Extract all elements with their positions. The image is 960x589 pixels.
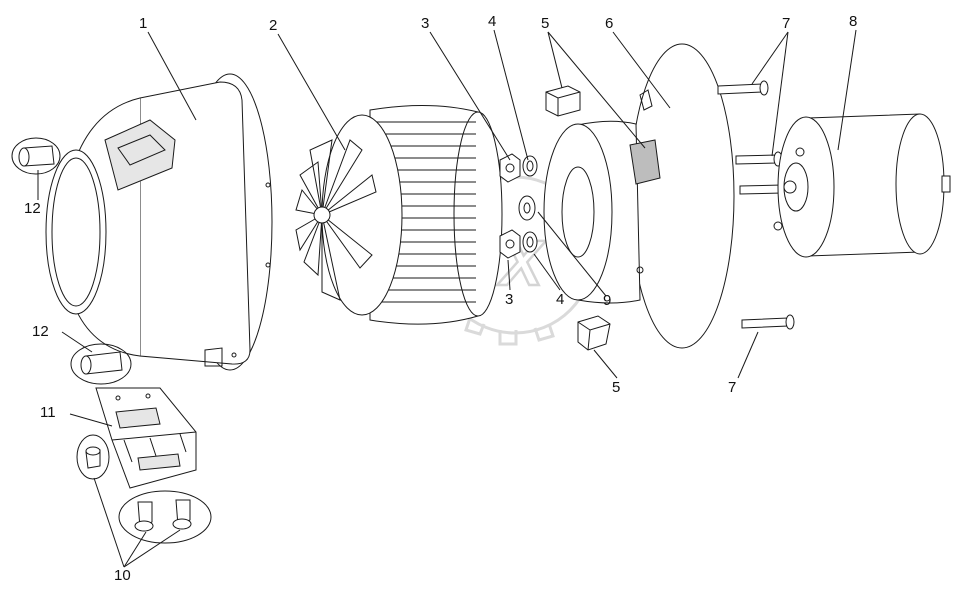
callout-3-top: 3	[421, 15, 429, 32]
part-electric-motor	[773, 113, 951, 258]
part-rubber-plugs	[11, 137, 132, 385]
callout-labels: 1 2 3 4 5 6 7 8 12 12 11 10 3 4 9 5 7	[24, 13, 857, 584]
callout-4-mid: 4	[556, 291, 564, 308]
callout-12-top: 12	[24, 200, 41, 217]
callout-1: 1	[139, 15, 147, 32]
part-bracket-clips	[545, 85, 611, 351]
callout-8: 8	[849, 13, 857, 30]
callout-6: 6	[605, 15, 613, 32]
callout-9: 9	[603, 292, 611, 309]
part-mounting-flange	[543, 43, 735, 349]
part-housing-cover	[45, 73, 273, 371]
callout-4-top: 4	[488, 13, 496, 30]
callout-7-top: 7	[782, 15, 790, 32]
callout-12-bottom: 12	[32, 323, 49, 340]
part-fan-rotor	[295, 104, 503, 325]
callout-2: 2	[269, 17, 277, 34]
part-screws	[76, 434, 212, 544]
part-support-bracket	[95, 387, 197, 489]
callout-7-bottom: 7	[728, 379, 736, 396]
callout-5-top: 5	[541, 15, 549, 32]
callout-10: 10	[114, 567, 131, 584]
part-nuts-washers	[499, 153, 538, 259]
callout-3-mid: 3	[505, 291, 513, 308]
leader-lines	[37, 29, 857, 568]
callout-5-bottom: 5	[612, 379, 620, 396]
callout-11: 11	[40, 404, 56, 421]
